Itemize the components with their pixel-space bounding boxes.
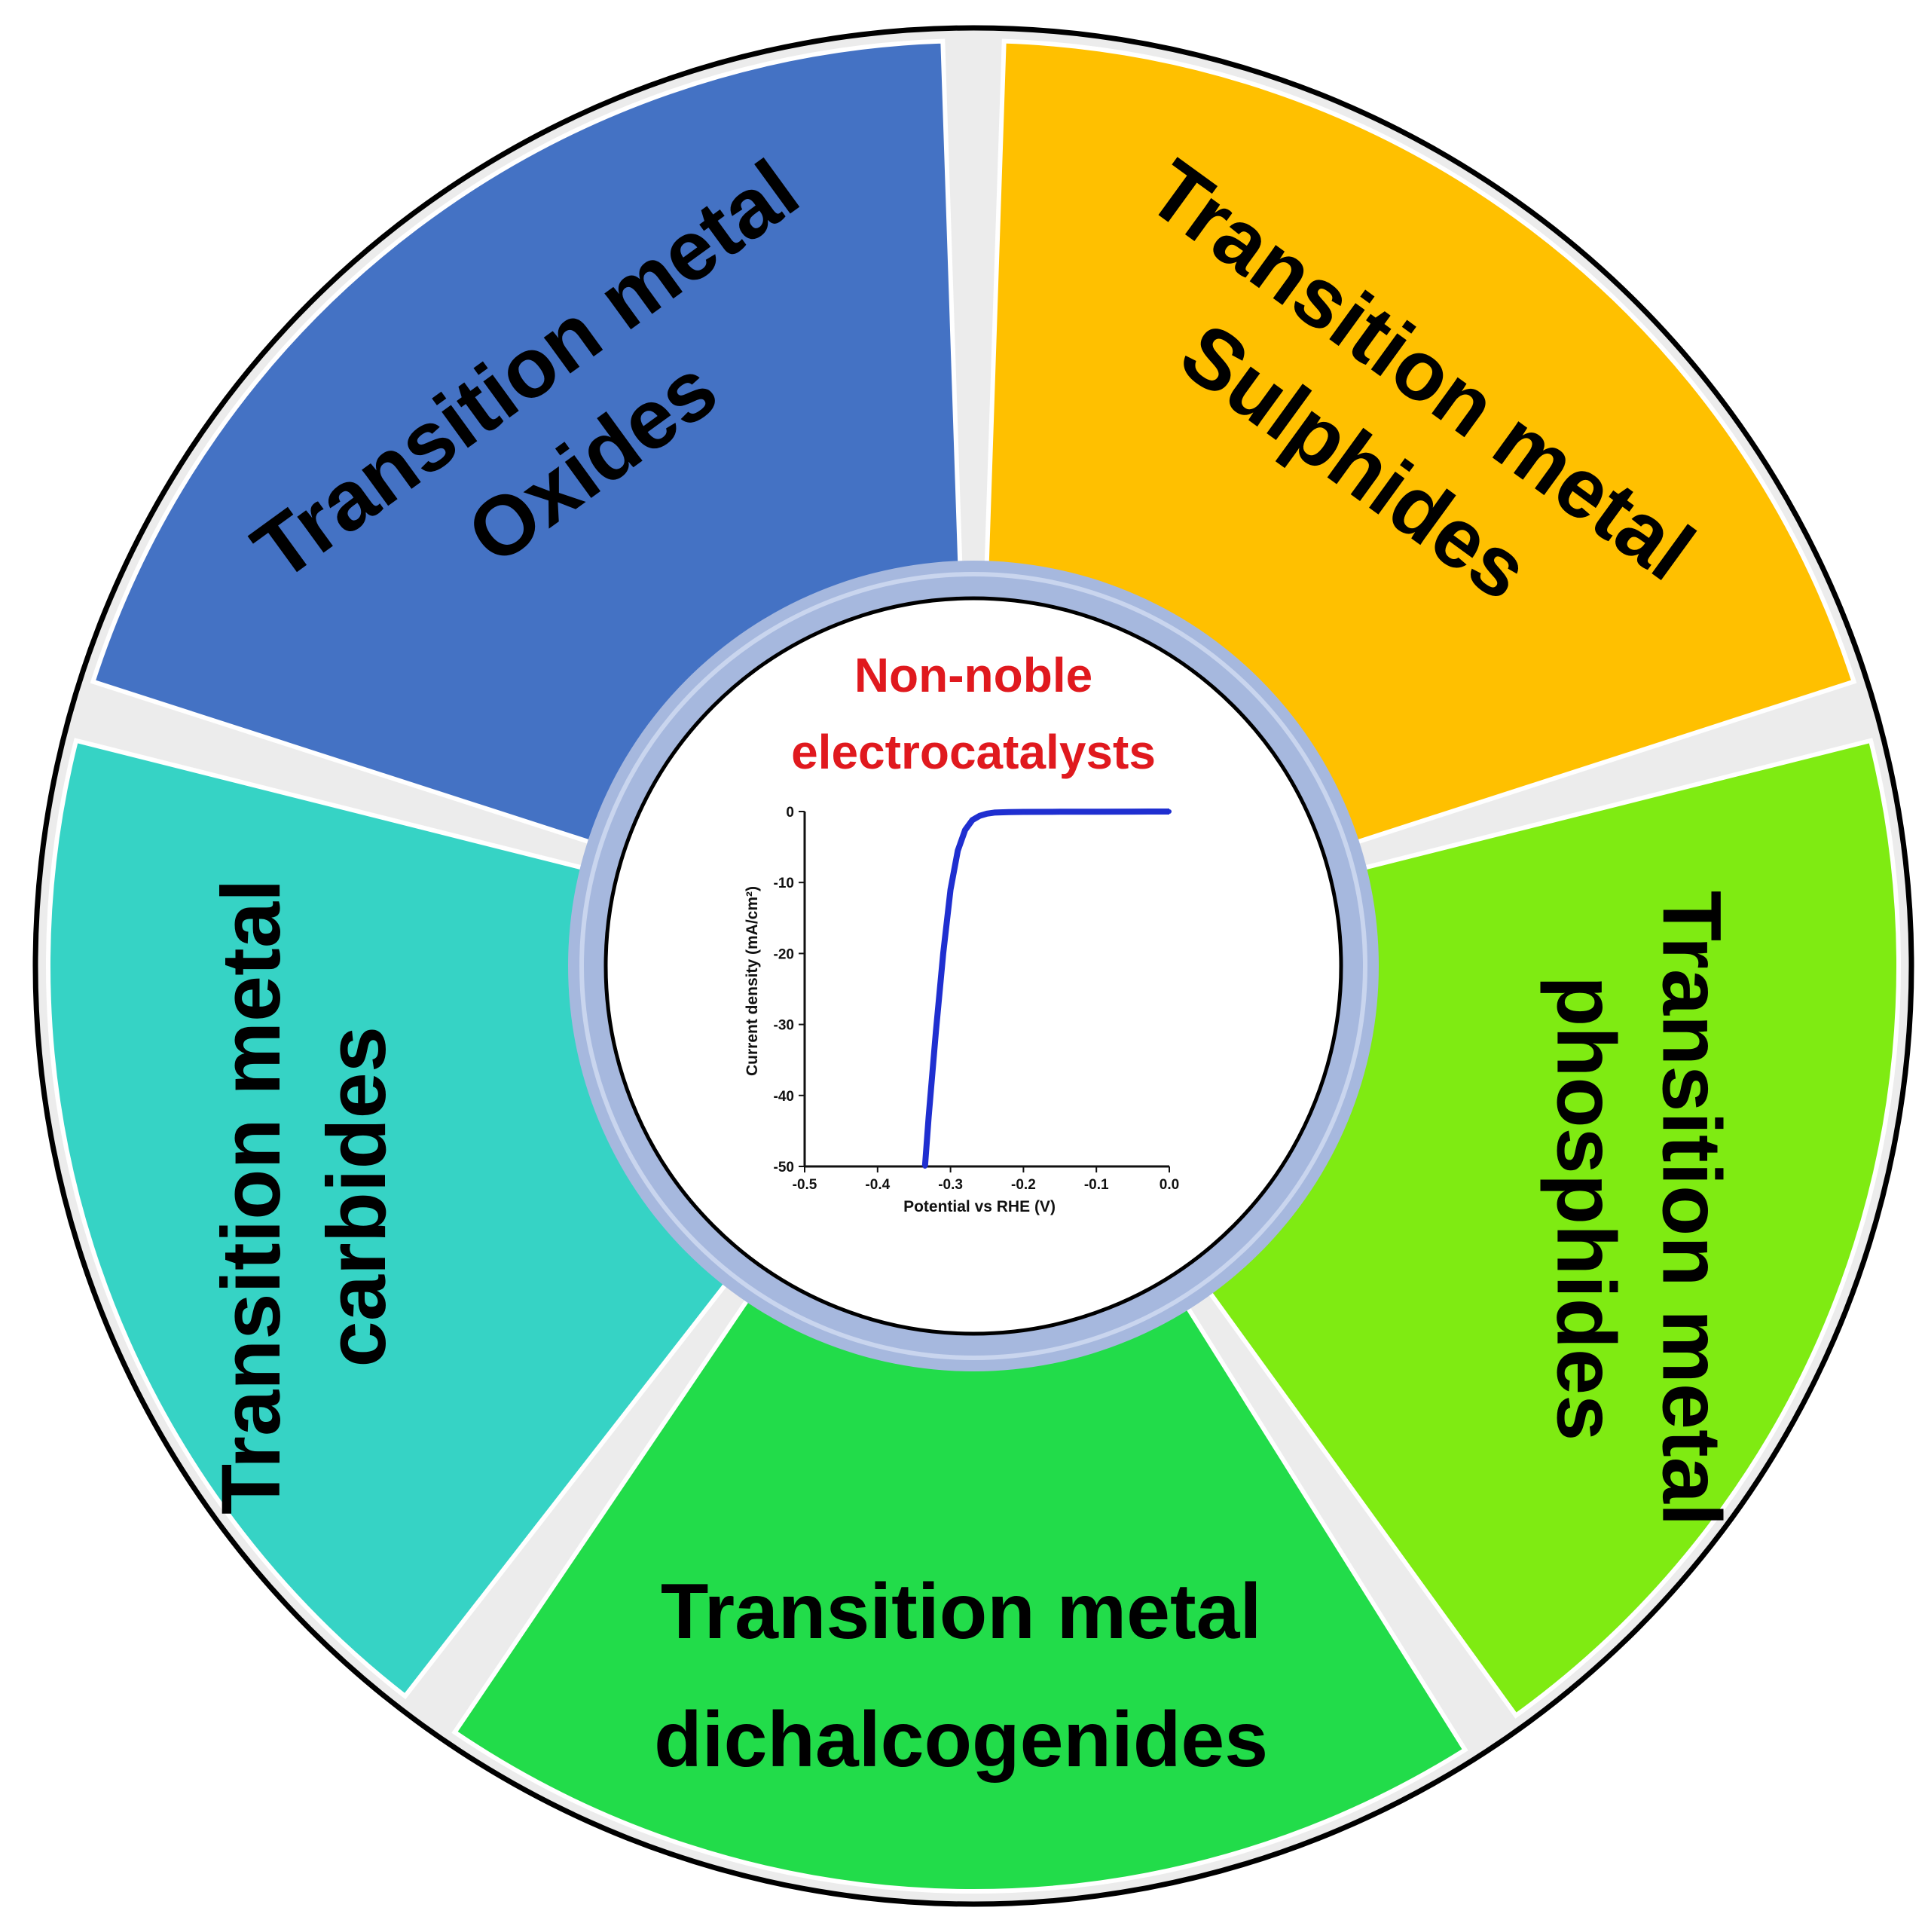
segment-label-dichalcogenides: Transition metal dichalcogenides (654, 1568, 1268, 1784)
x-tick-label: -0.2 (1011, 1177, 1036, 1193)
chart-point (977, 813, 982, 818)
segment-label-line: Transition metal (661, 1568, 1262, 1655)
center-disc (603, 596, 1343, 1336)
chart-point (1130, 809, 1135, 815)
segment-label-line: carbides (310, 1026, 403, 1367)
segment-label-line: Transition metal (1645, 891, 1737, 1527)
chart-point (955, 848, 961, 853)
x-tick-label: 0.0 (1160, 1177, 1179, 1193)
center-ring-highlight (579, 572, 1367, 1360)
chart-point (962, 827, 967, 833)
segment-label-line: phosphides (1539, 976, 1632, 1441)
chart-ylabel: Current density (mA/cm²) (744, 886, 761, 1076)
chart-point (1094, 809, 1099, 815)
chart-point (926, 1114, 931, 1120)
y-tick-label: -10 (774, 876, 794, 891)
chart-point (991, 810, 997, 815)
x-tick-label: -0.4 (865, 1177, 890, 1193)
chart-point (948, 887, 953, 892)
y-tick-label: 0 (786, 805, 794, 821)
y-tick-label: -40 (774, 1089, 794, 1105)
segment-label-line: Transition metal (205, 879, 298, 1515)
x-tick-label: -0.3 (938, 1177, 963, 1193)
x-tick-label: -0.5 (793, 1177, 817, 1193)
chart-point (970, 818, 975, 823)
chart-point (1007, 809, 1012, 815)
center-title-line1: Non-noble (854, 648, 1092, 702)
chart-point (940, 951, 946, 956)
chart-point (1021, 809, 1026, 815)
y-tick-label: -30 (774, 1018, 794, 1034)
chart-point (922, 1164, 927, 1169)
chart-point (933, 1029, 939, 1035)
y-tick-label: -20 (774, 946, 794, 962)
y-tick-label: -50 (774, 1160, 794, 1175)
chart-xlabel: Potential vs RHE (V) (903, 1198, 1056, 1215)
chart-point (1167, 809, 1172, 814)
x-tick-label: -0.1 (1084, 1177, 1109, 1193)
center-title-line2: electrocatalysts (791, 725, 1156, 779)
chart-point (1057, 809, 1062, 815)
segment-label-line: dichalcogenides (654, 1696, 1268, 1784)
chart-point (985, 811, 989, 816)
